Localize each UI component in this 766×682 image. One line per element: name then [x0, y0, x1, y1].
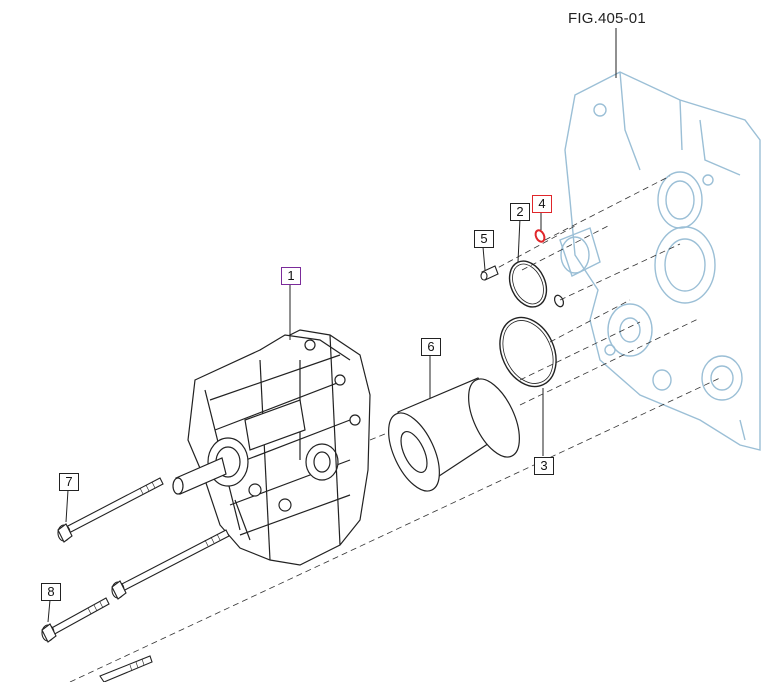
- bolts: [41, 477, 230, 682]
- gearbox-housing: [172, 329, 371, 566]
- o-ring-medium: [508, 260, 548, 308]
- callout-1[interactable]: 1: [281, 267, 301, 285]
- leader-lines: [47, 28, 617, 623]
- callout-6[interactable]: 6: [421, 338, 441, 356]
- transmission-housing: [559, 71, 761, 451]
- o-ring-large: [499, 316, 557, 388]
- callout-2[interactable]: 2: [510, 203, 530, 221]
- washer: [553, 294, 565, 308]
- callout-3[interactable]: 3: [534, 457, 554, 475]
- callout-5[interactable]: 5: [474, 230, 494, 248]
- figure-label: FIG.405-01: [568, 10, 646, 27]
- dowel-pin: [480, 265, 499, 281]
- callout-8[interactable]: 8: [41, 583, 61, 601]
- oil-filter: [388, 377, 520, 492]
- callout-7[interactable]: 7: [59, 473, 79, 491]
- callout-4[interactable]: 4: [532, 195, 552, 213]
- o-ring-small-highlighted: [534, 229, 546, 243]
